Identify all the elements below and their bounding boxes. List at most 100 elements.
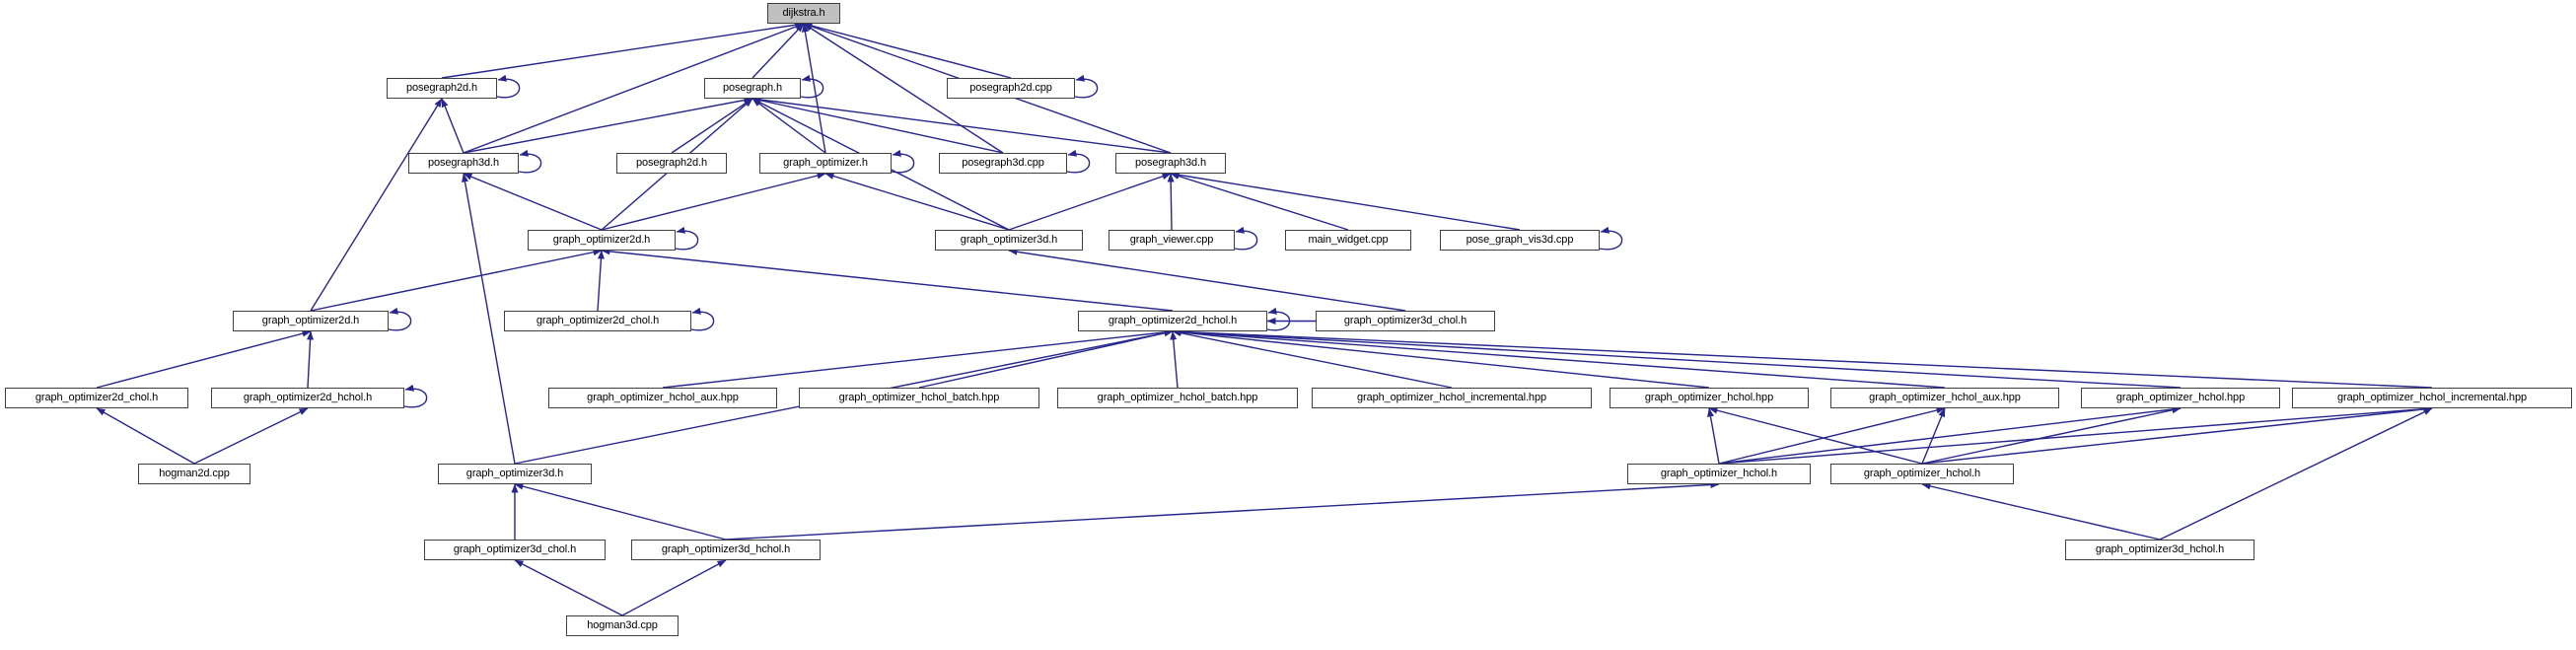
graph-node-graph-optimizer3d-h[interactable]: graph_optimizer3d.h [935,230,1083,251]
graph-node-label: graph_viewer.cpp [1129,234,1214,246]
graph-node-graph-optimizer2d-hchol-h[interactable]: graph_optimizer2d_hchol.h [1078,311,1267,331]
graph-node-graph-optimizer-hchol-aux-hpp[interactable]: graph_optimizer_hchol_aux.hpp [548,388,777,408]
graph-node-posegraph3d-h[interactable]: posegraph3d.h [1115,153,1226,174]
graph-node-posegraph3d-h[interactable]: posegraph3d.h [408,153,519,174]
graph-node-posegraph2d-cpp[interactable]: posegraph2d.cpp [947,78,1075,99]
graph-node-label: dijkstra.h [782,7,825,19]
graph-node-graph-optimizer-hchol-batch-hpp[interactable]: graph_optimizer_hchol_batch.hpp [1057,388,1298,408]
graph-node-graph-optimizer-hchol-hpp[interactable]: graph_optimizer_hchol.hpp [1610,388,1809,408]
graph-edge [1921,407,1946,465]
graph-node-posegraph-h[interactable]: posegraph.h [704,78,801,99]
graph-node-graph-optimizer2d-chol-h[interactable]: graph_optimizer2d_chol.h [504,311,691,331]
graph-self-loop-edge [1234,226,1258,251]
graph-edge [751,96,1172,154]
graph-node-label: graph_optimizer2d.h [552,234,651,246]
graph-edge [96,407,195,465]
graph-node-label: graph_optimizer_hchol_aux.hpp [1869,392,2021,403]
graph-edge [310,98,443,312]
graph-self-loop-edge [496,74,521,99]
graph-node-label: graph_optimizer_hchol.h [1863,468,1981,479]
graph-self-loop-edge [1599,226,1623,251]
graph-node-graph-optimizer3d-h[interactable]: graph_optimizer3d.h [438,464,592,484]
graph-node-label: main_widget.cpp [1308,234,1389,246]
graph-node-posegraph2d-h[interactable]: posegraph2d.h [616,153,727,174]
graph-self-loop-edge [675,226,699,251]
graph-node-graph-optimizer2d-h[interactable]: graph_optimizer2d.h [528,230,676,251]
graph-node-graph-optimizer2d-hchol-h[interactable]: graph_optimizer2d_hchol.h [211,388,404,408]
graph-self-loop-edge [1266,307,1291,331]
graph-node-label: graph_optimizer3d_chol.h [1343,315,1467,326]
graph-node-graph-optimizer-hchol-hpp[interactable]: graph_optimizer_hchol.hpp [2081,388,2280,408]
graph-node-label: posegraph2d.h [405,82,478,94]
graph-node-label: posegraph2d.h [635,157,708,169]
graph-node-label: pose_graph_vis3d.cpp [1466,234,1574,246]
graph-node-pose-graph-vis3d-cpp[interactable]: pose_graph_vis3d.cpp [1440,230,1600,251]
graph-node-graph-optimizer-hchol-h[interactable]: graph_optimizer_hchol.h [1627,464,1811,484]
graph-node-label: graph_optimizer3d_hchol.h [661,543,791,555]
graph-node-label: graph_optimizer_hchol_incremental.hpp [2337,392,2527,403]
graph-node-graph-optimizer3d-chol-h[interactable]: graph_optimizer3d_chol.h [1316,311,1495,331]
graph-node-graph-optimizer-hchol-incremental-hpp[interactable]: graph_optimizer_hchol_incremental.hpp [2292,388,2572,408]
graph-node-label: graph_optimizer2d_chol.h [536,315,660,326]
graph-node-label: graph_optimizer.h [783,157,868,169]
graph-node-label: graph_optimizer3d.h [960,234,1058,246]
graph-node-graph-optimizer-h[interactable]: graph_optimizer.h [759,153,892,174]
graph-edge [824,173,1010,231]
graph-edge [441,98,465,154]
graph-edge [1718,406,1946,465]
graph-node-label: graph_optimizer_hchol_batch.hpp [838,392,1000,403]
graph-self-loop-edge [690,307,715,331]
graph-node-label: graph_optimizer_hchol_incremental.hpp [1357,392,1546,403]
graph-node-label: posegraph.h [722,82,783,94]
graph-edge [193,407,309,465]
graph-node-label: graph_optimizer_hchol.hpp [2115,392,2246,403]
graph-edge [1172,328,1710,389]
graph-node-graph-optimizer-hchol-h[interactable]: graph_optimizer_hchol.h [1830,464,2014,484]
graph-node-graph-optimizer2d-chol-h[interactable]: graph_optimizer2d_chol.h [5,388,188,408]
graph-node-posegraph2d-h[interactable]: posegraph2d.h [387,78,497,99]
graph-node-graph-optimizer-hchol-batch-hpp[interactable]: graph_optimizer_hchol_batch.hpp [799,388,1039,408]
graph-edge [918,329,1174,389]
graph-edge [441,21,805,79]
graph-node-graph-optimizer3d-hchol-h[interactable]: graph_optimizer3d_hchol.h [631,540,821,560]
graph-node-graph-optimizer2d-h[interactable]: graph_optimizer2d.h [233,311,389,331]
graph-edge [1008,173,1172,231]
graph-node-label: graph_optimizer_hchol_aux.hpp [587,392,739,403]
graph-self-loop-edge [891,149,915,174]
graph-node-hogman2d-cpp[interactable]: hogman2d.cpp [138,464,250,484]
graph-node-main-widget-cpp[interactable]: main_widget.cpp [1285,230,1411,251]
graph-node-hogman3d-cpp[interactable]: hogman3d.cpp [566,615,679,636]
graph-edge [514,559,623,616]
graph-node-posegraph3d-cpp[interactable]: posegraph3d.cpp [939,153,1067,174]
graph-node-label: posegraph3d.h [427,157,500,169]
graph-node-dijkstra-h[interactable]: dijkstra.h [767,3,840,24]
graph-edge [307,330,315,389]
graph-edge [463,97,753,154]
graph-edge [463,173,603,231]
graph-edge [514,482,727,541]
graph-edge [601,248,1174,312]
graph-node-graph-optimizer3d-hchol-h[interactable]: graph_optimizer3d_hchol.h [2065,540,2254,560]
graph-edge [1921,406,2182,465]
graph-edge [1170,173,1349,231]
graph-node-graph-optimizer-hchol-aux-hpp[interactable]: graph_optimizer_hchol_aux.hpp [1830,388,2059,408]
graph-node-graph-optimizer-hchol-incremental-hpp[interactable]: graph_optimizer_hchol_incremental.hpp [1312,388,1592,408]
graph-edge [1172,328,1946,389]
graph-node-graph-viewer-cpp[interactable]: graph_viewer.cpp [1109,230,1235,251]
graph-edge [671,98,753,154]
graph-node-label: graph_optimizer2d.h [261,315,360,326]
graph-edge [751,23,805,79]
graph-node-label: graph_optimizer2d_hchol.h [1108,315,1238,326]
graph-edge [725,480,1720,541]
graph-self-loop-edge [388,307,412,331]
graph-edge [462,173,516,465]
graph-node-label: graph_optimizer2d_hchol.h [243,392,373,403]
graph-node-label: graph_optimizer_hchol_batch.hpp [1097,392,1258,403]
graph-node-label: hogman3d.cpp [587,619,658,631]
graph-node-label: hogman2d.cpp [159,468,230,479]
graph-self-loop-edge [403,384,428,408]
graph-edge [1921,405,2433,465]
graph-node-graph-optimizer3d-chol-h[interactable]: graph_optimizer3d_chol.h [424,540,606,560]
graph-edge [803,23,1004,154]
